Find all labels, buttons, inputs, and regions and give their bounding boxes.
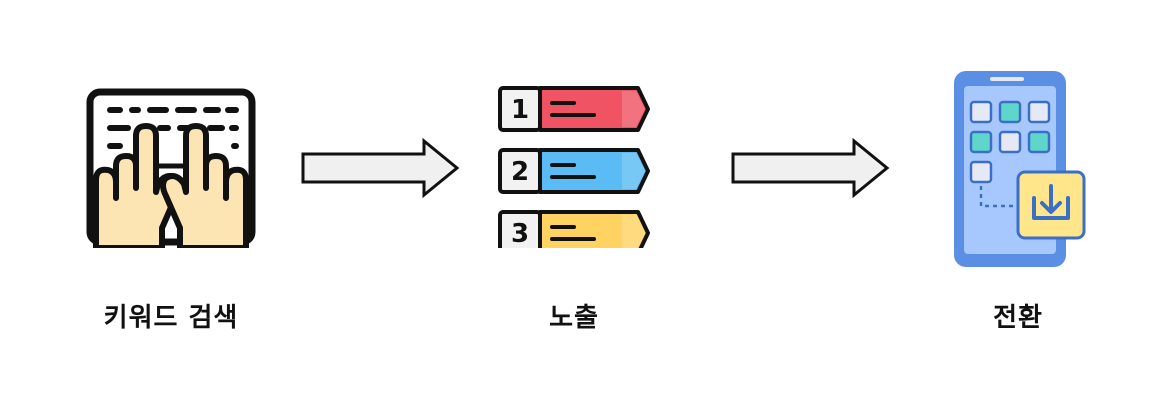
rank-row-3: 3 (498, 210, 650, 248)
step-label-conversion: 전환 (993, 303, 1043, 333)
rank-bar-tip (622, 215, 645, 248)
rank-number: 2 (511, 157, 529, 187)
rank-row-2: 2 (498, 148, 650, 194)
keyboard-typing-icon (86, 88, 256, 248)
step-label-keyword-search: 키워드 검색 (103, 303, 239, 333)
rank-bar-tip (622, 91, 645, 127)
rank-number-box (498, 86, 542, 132)
rank-number-box (498, 210, 542, 248)
app-download-icon (954, 71, 1086, 267)
rank-number: 1 (511, 95, 529, 125)
ranking-list-icon: 1 2 3 (498, 86, 650, 248)
right-arrow-icon (731, 138, 890, 198)
right-arrow-icon (301, 138, 460, 198)
rank-number-box (498, 148, 542, 194)
rank-bar-tip (622, 153, 645, 189)
rank-row-1: 1 (498, 86, 650, 132)
step-label-exposure: 노출 (549, 303, 599, 333)
rank-number: 3 (511, 219, 529, 248)
